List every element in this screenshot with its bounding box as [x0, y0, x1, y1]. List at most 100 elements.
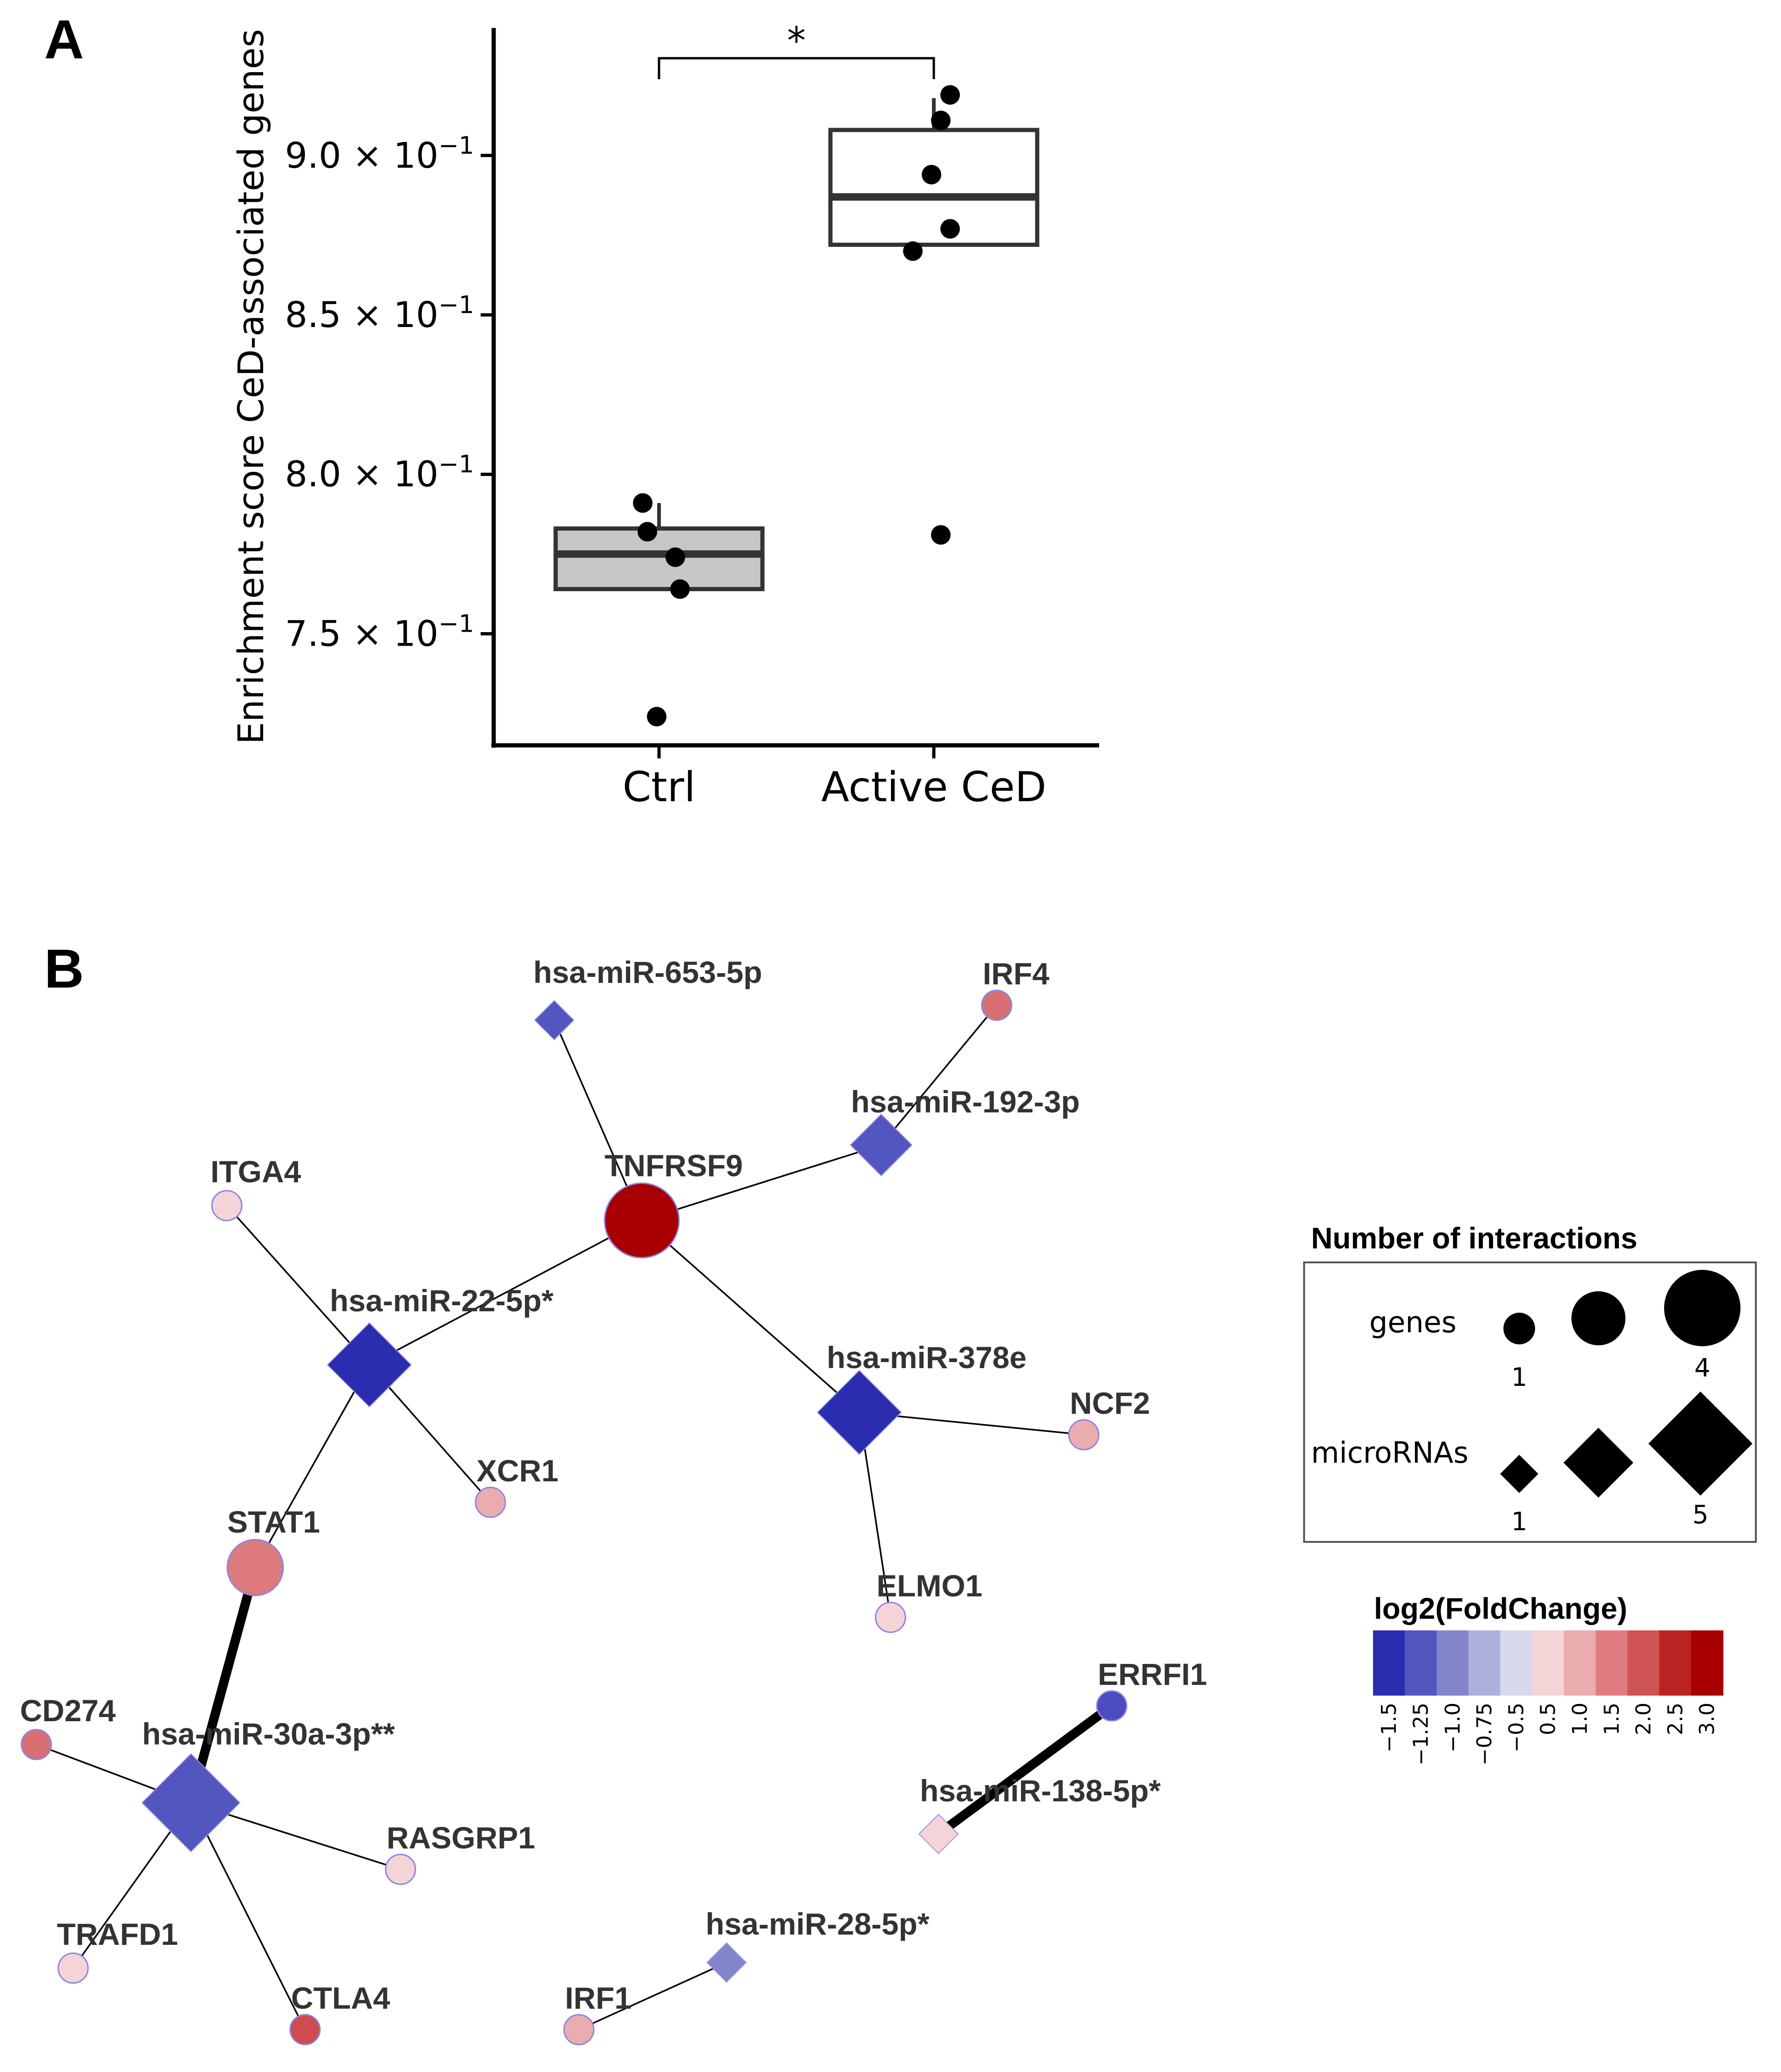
colorbar-tick-label: −0.75	[1473, 1703, 1496, 1765]
network-edge	[880, 1004, 998, 1146]
colorbar-cell	[1691, 1630, 1724, 1696]
gene-node-itga4	[211, 1190, 243, 1221]
mirna-node-hsa-mir-22-5p	[326, 1322, 412, 1408]
mirna-node-hsa-mir-138-5p	[918, 1813, 959, 1854]
gene-node-ncf2	[1068, 1419, 1100, 1451]
mirna-node-hsa-mir-653-5p	[534, 1000, 575, 1041]
size-legend-mirna-label: microRNAs	[1311, 1436, 1468, 1470]
network-edge	[578, 1962, 727, 2031]
y-tick-label: 7.5 × 10−1	[285, 610, 474, 654]
size-legend-gene-large	[1664, 1270, 1740, 1346]
colorbar-tick-label: −1.25	[1409, 1703, 1433, 1765]
node-label-ctla4: CTLA4	[291, 1981, 390, 2015]
colorbar-legend: log2(FoldChange) −1.5 −1.25 −1.0 −0.75 −0.5 0…	[1373, 1592, 1724, 1765]
size-legend-mirna-medium	[1563, 1428, 1633, 1498]
mirna-node-hsa-mir-378e	[816, 1370, 902, 1455]
network-edges	[36, 1004, 1115, 2031]
colorbar-cell	[1563, 1630, 1597, 1696]
x-tick-label: Ctrl	[623, 763, 696, 811]
boxplot-panel: 7.5 × 10−1 8.0 × 10−1 8.5 × 10−1 9.0 × 10−1…	[230, 19, 1099, 811]
colorbar-tick-label: −0.5	[1504, 1703, 1528, 1752]
panel-b-label: B	[44, 938, 84, 1000]
colorbar-tick-label: −1.5	[1377, 1703, 1401, 1752]
node-label-hsa-mir-653-5p: hsa-miR-653-5p	[533, 955, 762, 989]
node-label-stat1: STAT1	[227, 1505, 320, 1539]
gene-node-irf4	[981, 989, 1013, 1021]
node-label-rasgrp1: RASGRP1	[387, 1820, 535, 1855]
colorbar-cell	[1436, 1630, 1469, 1696]
y-axis-title: Enrichment score CeD-associated genes	[230, 29, 272, 744]
size-legend-frame	[1303, 1261, 1757, 1543]
node-label-trafd1: TRAFD1	[57, 1917, 178, 1951]
gene-node-rasgrp1	[385, 1854, 416, 1885]
node-label-cd274: CD274	[20, 1693, 116, 1728]
gene-node-ctla4	[289, 2014, 321, 2045]
size-legend: Number of interactions genes 1 4 microRN…	[1303, 1221, 1757, 1543]
colorbar-tick-label: −1.0	[1441, 1703, 1465, 1752]
size-legend-genes-label: genes	[1369, 1305, 1456, 1339]
gene-node-elmo1	[875, 1602, 906, 1633]
node-label-irf4: IRF4	[983, 956, 1049, 991]
colorbar-tick-label: 1.0	[1568, 1703, 1592, 1735]
data-point	[670, 579, 690, 599]
colorbar-cells	[1373, 1630, 1724, 1696]
colorbar-tick-label: 2.0	[1632, 1703, 1656, 1735]
y-tick-label: 8.0 × 10−1	[285, 450, 474, 495]
data-point	[633, 493, 653, 513]
colorbar-cell	[1405, 1630, 1437, 1696]
size-legend-mirna-max: 5	[1693, 1500, 1708, 1529]
data-point	[931, 525, 951, 545]
significance-bracket	[658, 57, 935, 79]
mirna-node-hsa-mir-192-3p	[850, 1113, 913, 1177]
size-legend-gene-small	[1503, 1313, 1535, 1344]
data-point	[647, 707, 666, 727]
node-label-itga4: ITGA4	[211, 1154, 301, 1189]
node-label-elmo1: ELMO1	[877, 1568, 982, 1603]
data-point	[940, 85, 960, 105]
mirna-node-hsa-mir-28-5p	[706, 1942, 747, 1983]
box-ctrl	[553, 526, 765, 592]
data-point	[666, 547, 685, 567]
network-edge	[936, 1702, 1115, 1838]
node-label-hsa-mir-192-3p: hsa-miR-192-3p	[851, 1084, 1080, 1119]
panel-a-label: A	[44, 9, 84, 70]
colorbar-cell	[1659, 1630, 1692, 1696]
network-edge	[186, 1566, 260, 1804]
x-tick-label: Active CeD	[821, 763, 1047, 811]
colorbar-tick-label: 3.0	[1695, 1703, 1719, 1735]
network-edge	[641, 1144, 882, 1221]
colorbar-title: log2(FoldChange)	[1374, 1592, 1627, 1625]
size-legend-gene-min: 1	[1511, 1363, 1527, 1392]
data-point	[931, 110, 951, 130]
network-edge	[190, 1802, 306, 2030]
data-point	[922, 164, 941, 184]
colorbar-tick-label: 1.5	[1600, 1703, 1624, 1735]
gene-node-tnfrsf9	[604, 1182, 680, 1259]
colorbar-cell	[1532, 1630, 1564, 1696]
node-label-hsa-mir-22-5p: hsa-miR-22-5p*	[330, 1283, 554, 1318]
colorbar-tick-label: 0.5	[1536, 1703, 1560, 1735]
gene-node-cd274	[20, 1729, 52, 1760]
size-legend-mirna-min: 1	[1511, 1507, 1527, 1536]
node-label-irf1: IRF1	[565, 1981, 632, 2015]
colorbar-cell	[1627, 1630, 1660, 1696]
data-point	[903, 241, 923, 261]
size-legend-gene-max: 4	[1694, 1353, 1710, 1383]
node-label-ncf2: NCF2	[1070, 1386, 1150, 1420]
size-legend-mirna-large	[1648, 1391, 1753, 1496]
gene-node-stat1	[226, 1539, 284, 1596]
node-label-xcr1: XCR1	[476, 1453, 558, 1488]
mirna-node-hsa-mir-30a-3p	[141, 1753, 241, 1853]
node-label-hsa-mir-378e: hsa-miR-378e	[827, 1340, 1026, 1375]
network-edge	[226, 1205, 370, 1366]
y-tick-label: 9.0 × 10−1	[285, 132, 474, 176]
size-legend-gene-medium	[1571, 1291, 1625, 1345]
colorbar-cell	[1373, 1630, 1406, 1696]
y-tick-label: 8.5 × 10−1	[285, 291, 474, 335]
size-legend-title: Number of interactions	[1311, 1221, 1638, 1255]
colorbar-tick-label: 2.5	[1664, 1703, 1687, 1735]
network-nodes	[20, 989, 1128, 2045]
node-label-hsa-mir-138-5p: hsa-miR-138-5p*	[920, 1773, 1161, 1808]
